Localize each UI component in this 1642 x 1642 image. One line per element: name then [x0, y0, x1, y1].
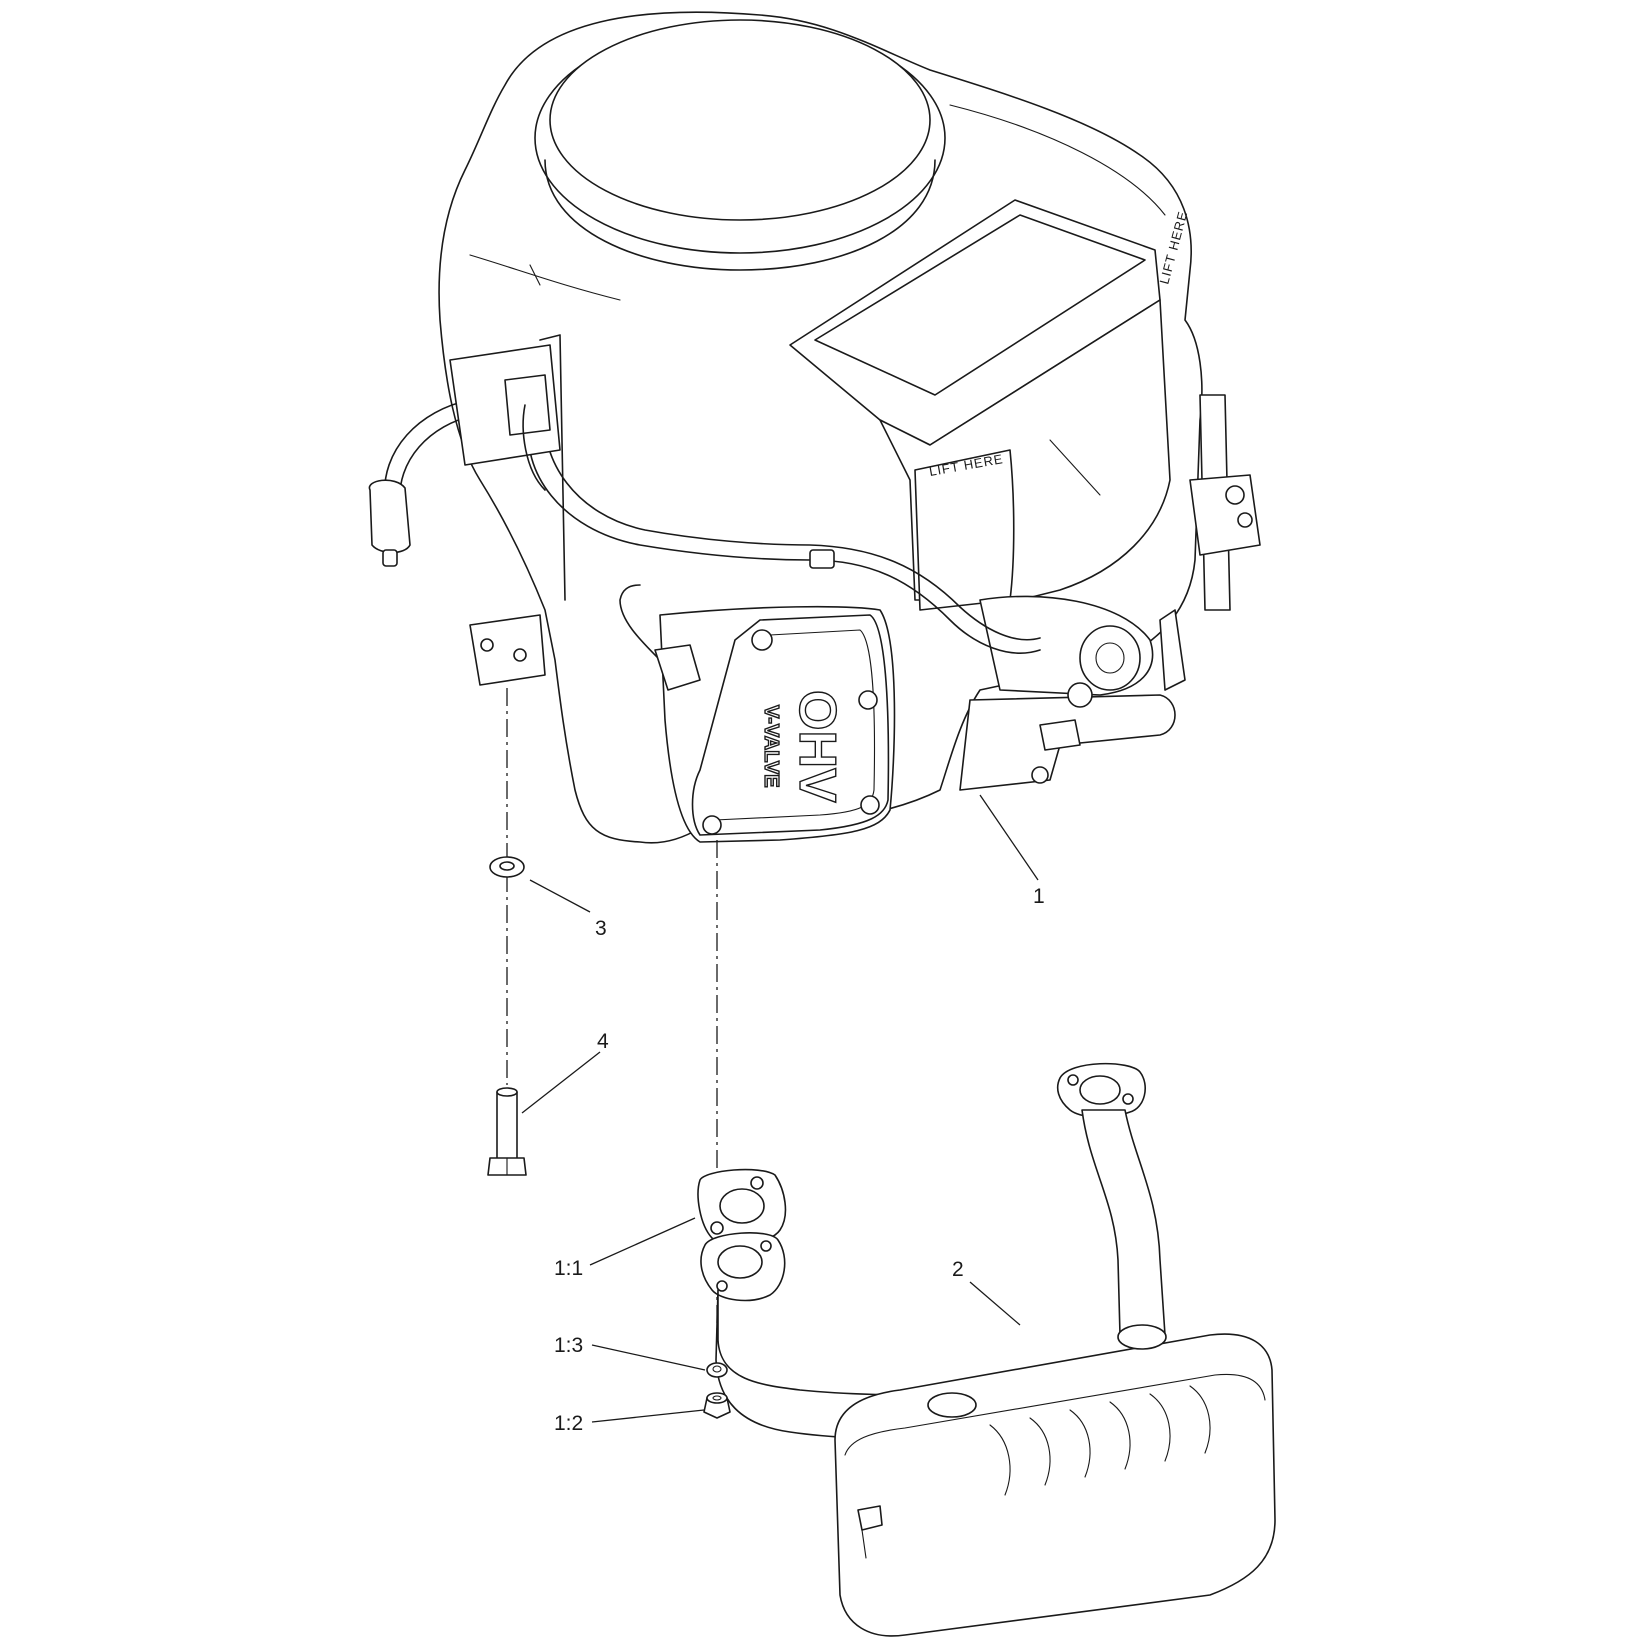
left-mounting-bracket	[469, 614, 546, 686]
recoil-cover-rim	[544, 159, 936, 271]
valve-cover: OHV V-VALVE	[659, 605, 896, 843]
engine: LIFT HERE LIFT HERE	[368, 11, 1261, 844]
recoil-cover-top	[549, 19, 931, 221]
callout-engine: 1	[1033, 885, 1045, 908]
leader-1	[979, 794, 1039, 881]
leader-3	[529, 879, 591, 913]
lock-washer	[706, 1362, 728, 1378]
leader-1-2	[591, 1409, 705, 1423]
callout-washer: 3	[595, 917, 607, 940]
callout-lock-washer: 1:3	[554, 1334, 583, 1357]
callout-gasket: 1:1	[554, 1257, 583, 1280]
governor-bracket	[1159, 394, 1261, 691]
callout-muffler: 2	[952, 1258, 964, 1281]
exhaust-gasket	[697, 1168, 787, 1246]
carburetor	[959, 595, 1176, 791]
leader-4	[521, 1051, 601, 1114]
hex-bolt	[487, 1087, 527, 1176]
muffler	[700, 1062, 1276, 1637]
ohv-emblem: OHV	[788, 690, 846, 803]
leader-2	[969, 1281, 1021, 1326]
leader-1-1	[589, 1217, 696, 1266]
spark-plug-wire	[619, 584, 661, 661]
callout-nut: 1:2	[554, 1412, 583, 1435]
valve-cover-plate	[691, 614, 890, 836]
flat-washer	[489, 856, 525, 878]
v-valve-emblem: V-VALVE	[760, 705, 782, 788]
hex-nut	[703, 1392, 731, 1419]
callout-bolt: 4	[597, 1030, 609, 1053]
leader-1-3	[591, 1344, 706, 1371]
muffler-body	[834, 1333, 1276, 1637]
fuel-line	[527, 419, 1041, 654]
air-cleaner-cover: LIFT HERE LIFT HERE	[789, 199, 1190, 611]
